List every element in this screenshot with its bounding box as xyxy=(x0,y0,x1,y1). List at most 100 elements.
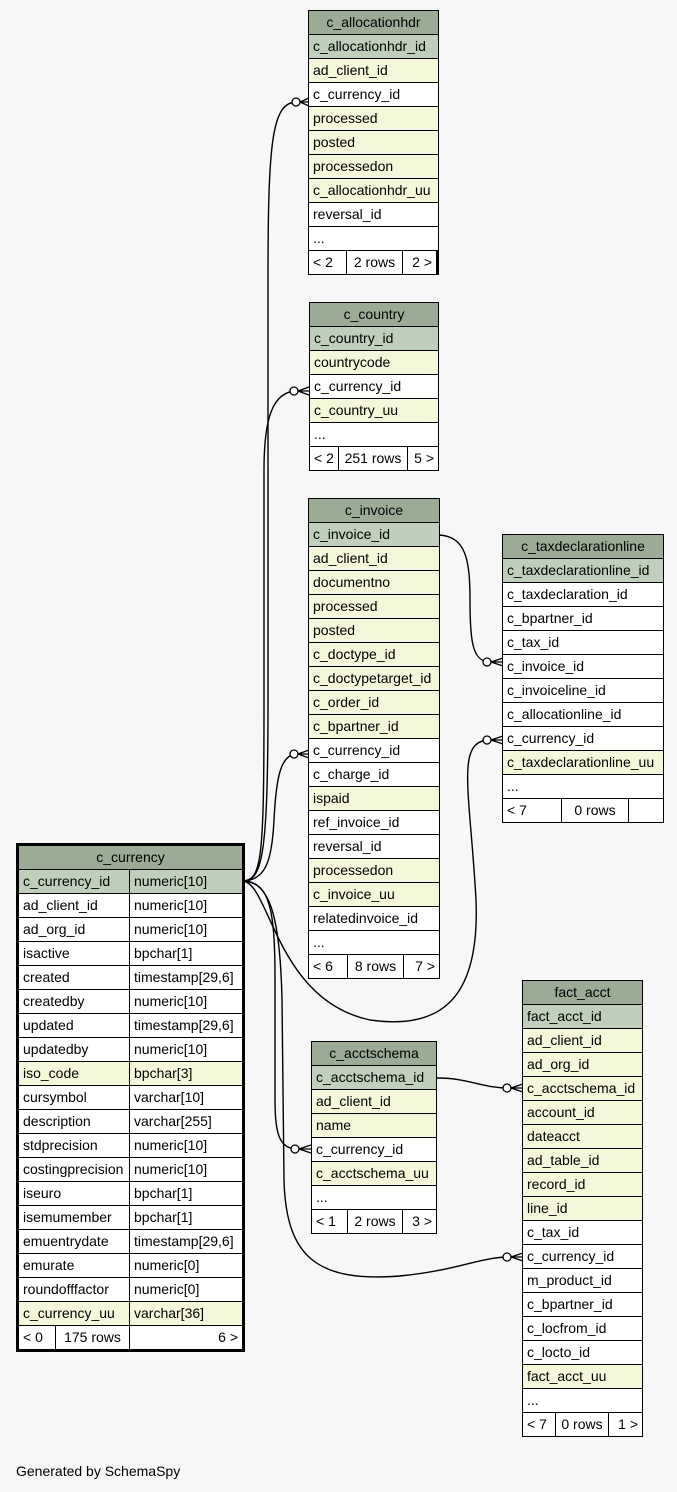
column-row[interactable]: line_id xyxy=(523,1197,642,1220)
column-row[interactable]: relatedinvoice_id xyxy=(309,907,439,930)
column-row[interactable]: c_currency_id xyxy=(309,83,438,106)
column-row[interactable]: c_locto_id xyxy=(523,1341,642,1364)
column-row[interactable]: c_taxdeclarationline_id xyxy=(503,559,663,582)
column-row[interactable]: c_acctschema_uu xyxy=(312,1162,436,1185)
column-row[interactable]: ad_client_id xyxy=(309,59,438,82)
column-row[interactable]: c_acctschema_id xyxy=(312,1066,436,1089)
column-row[interactable]: processed xyxy=(309,595,439,618)
column-row[interactable]: c_allocationline_id xyxy=(503,703,663,726)
column-row[interactable]: c_charge_id xyxy=(309,763,439,786)
column-row[interactable]: ispaid xyxy=(309,787,439,810)
column-row[interactable]: c_bpartner_id xyxy=(309,715,439,738)
column-row[interactable]: processed xyxy=(309,107,438,130)
column-row[interactable]: c_currency_id xyxy=(309,739,439,762)
column-row[interactable]: c_country_uu xyxy=(310,399,438,422)
column-row[interactable]: c_tax_id xyxy=(503,631,663,654)
column-row[interactable]: c_country_id xyxy=(310,327,438,350)
column-row[interactable]: documentno xyxy=(309,571,439,594)
column-row[interactable]: c_bpartner_id xyxy=(503,607,663,630)
column-row[interactable]: c_invoice_uu xyxy=(309,883,439,906)
more-columns-row[interactable]: ... xyxy=(309,227,438,250)
column-row[interactable]: m_product_id xyxy=(523,1269,642,1292)
more-columns-row[interactable]: ... xyxy=(310,423,438,446)
column-row[interactable]: record_id xyxy=(523,1173,642,1196)
table-header[interactable]: c_acctschema xyxy=(312,1042,436,1065)
column-row[interactable]: processedon xyxy=(309,859,439,882)
more-columns-row[interactable]: ... xyxy=(503,775,663,798)
table-header[interactable]: fact_acct xyxy=(523,981,642,1004)
column-row[interactable]: dateacct xyxy=(523,1125,642,1148)
column-row[interactable]: c_invoice_id xyxy=(309,523,439,546)
column-row[interactable]: c_doctype_id xyxy=(309,643,439,666)
table-header[interactable]: c_currency xyxy=(19,846,242,869)
column-row[interactable]: ad_org_id xyxy=(523,1053,642,1076)
column-row[interactable]: c_doctypetarget_id xyxy=(309,667,439,690)
column-row[interactable]: fact_acct_id xyxy=(523,1005,642,1028)
table-header[interactable]: c_invoice xyxy=(309,499,439,522)
column-row[interactable]: c_bpartner_id xyxy=(523,1293,642,1316)
column-row[interactable]: processedon xyxy=(309,155,438,178)
column-row[interactable]: countrycode xyxy=(310,351,438,374)
column-row[interactable]: fact_acct_uu xyxy=(523,1365,642,1388)
column-row[interactable]: ad_table_id xyxy=(523,1149,642,1172)
more-columns-row[interactable]: ... xyxy=(312,1186,436,1209)
table-header[interactable]: c_taxdeclarationline xyxy=(503,535,663,558)
column-row[interactable]: reversal_id xyxy=(309,835,439,858)
column-row[interactable]: c_invoice_id xyxy=(503,655,663,678)
column-row[interactable]: c_taxdeclaration_id xyxy=(503,583,663,606)
column-row[interactable]: c_invoiceline_id xyxy=(503,679,663,702)
column-row[interactable]: posted xyxy=(309,619,439,642)
column-row[interactable]: c_allocationhdr_uu xyxy=(309,179,438,202)
column-row[interactable]: c_tax_id xyxy=(523,1221,642,1244)
column-row[interactable]: account_id xyxy=(523,1101,642,1124)
table-header[interactable]: c_country xyxy=(310,303,438,326)
more-columns-row[interactable]: ... xyxy=(523,1389,642,1412)
column-row[interactable]: c_currency_id xyxy=(523,1245,642,1268)
column-row[interactable]: name xyxy=(312,1114,436,1137)
column-row[interactable]: ad_client_id xyxy=(312,1090,436,1113)
more-columns-row[interactable]: ... xyxy=(309,931,439,954)
column-row[interactable]: c_order_id xyxy=(309,691,439,714)
column-row[interactable]: ref_invoice_id xyxy=(309,811,439,834)
column-row[interactable]: c_acctschema_id xyxy=(523,1077,642,1100)
column-row[interactable]: c_currency_id xyxy=(310,375,438,398)
column-row[interactable]: c_taxdeclarationline_uu xyxy=(503,751,663,774)
column-row[interactable]: ad_client_id xyxy=(523,1029,642,1052)
column-row[interactable]: c_currency_id xyxy=(503,727,663,750)
column-row[interactable]: c_allocationhdr_id xyxy=(309,35,438,58)
column-row[interactable]: c_locfrom_id xyxy=(523,1317,642,1340)
column-row[interactable]: reversal_id xyxy=(309,203,438,226)
